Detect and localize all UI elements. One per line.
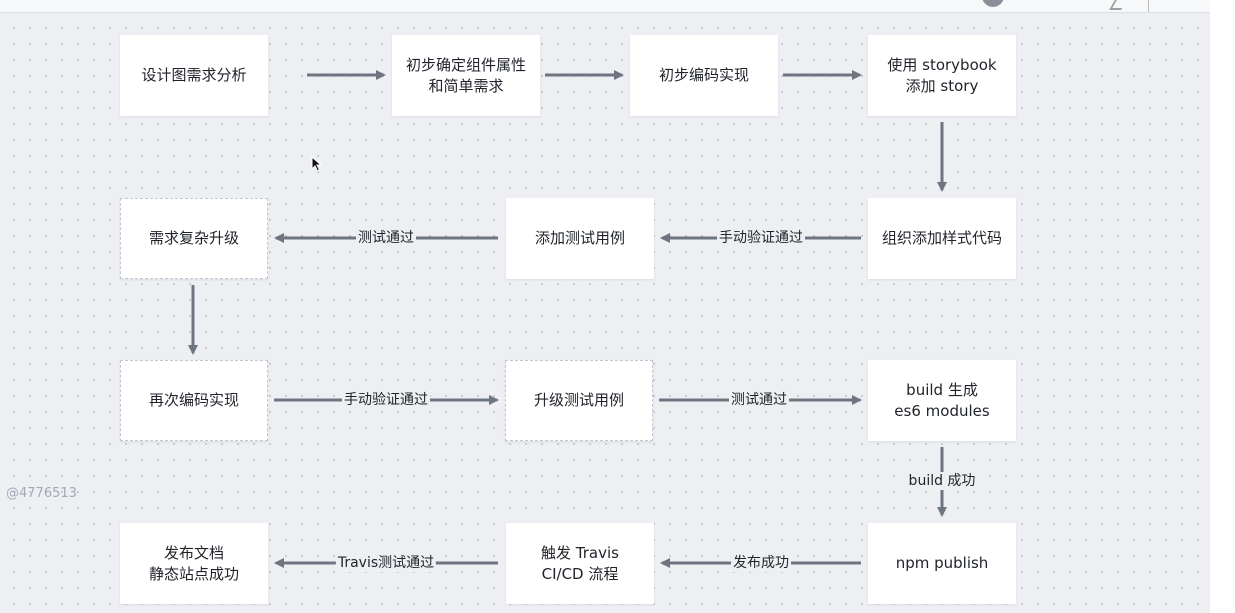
- node-label: 设计图需求分析: [141, 66, 247, 84]
- node-label-line2: 静态站点成功: [148, 564, 239, 583]
- node-label: 组织添加样式代码: [881, 229, 1002, 247]
- node-recode[interactable]: 再次编码实现: [120, 360, 268, 441]
- edge-label-travis-pass: Travis测试通过: [335, 554, 437, 572]
- node-label-line2: CI/CD 流程: [541, 564, 619, 583]
- node-upgrade-requirements[interactable]: 需求复杂升级: [120, 198, 268, 279]
- node-label-line2: 添加 story: [905, 76, 979, 95]
- node-label: 升级测试用例: [533, 391, 624, 409]
- node-label: 添加测试用例: [534, 229, 625, 247]
- node-label: 初步编码实现: [658, 66, 749, 84]
- node-style-code[interactable]: 组织添加样式代码: [868, 198, 1016, 279]
- node-label-line1: 触发 Travis: [541, 543, 619, 562]
- node-label-line1: 发布文档: [163, 543, 224, 562]
- node-npm-publish[interactable]: npm publish: [868, 523, 1016, 604]
- node-label: 再次编码实现: [148, 391, 239, 409]
- node-define-props[interactable]: 初步确定组件属性和简单需求: [392, 35, 540, 116]
- edge-label-test-pass: 测试通过: [729, 391, 789, 409]
- right-edge-panel: [1210, 0, 1235, 613]
- node-label-line2: es6 modules: [894, 401, 990, 420]
- edge-label-manual-verify: 手动验证通过: [717, 229, 805, 247]
- node-label: 需求复杂升级: [148, 229, 239, 247]
- node-add-tests[interactable]: 添加测试用例: [506, 198, 654, 279]
- node-label-line1: build 生成: [906, 380, 978, 399]
- node-publish-docs[interactable]: 发布文档 静态站点成功: [120, 523, 268, 604]
- user-avatar[interactable]: [982, 0, 1004, 7]
- node-upgrade-tests[interactable]: 升级测试用例: [505, 360, 653, 441]
- mouse-cursor-icon: [311, 156, 323, 172]
- node-storybook[interactable]: 使用 storybook 添加 story: [868, 35, 1016, 116]
- node-initial-code[interactable]: 初步编码实现: [630, 35, 778, 116]
- node-label-line1: 使用 storybook: [887, 55, 997, 74]
- toolbar-divider: [1148, 0, 1149, 12]
- top-bar: [0, 0, 1210, 13]
- edge-label-publish-success: 发布成功: [731, 554, 791, 572]
- node-build[interactable]: build 生成 es6 modules: [868, 360, 1016, 441]
- edge-label-build-success: build 成功: [906, 472, 978, 490]
- edge-label-manual-verify: 手动验证通过: [342, 391, 430, 409]
- node-label: npm publish: [895, 554, 989, 572]
- node-design-analysis[interactable]: 设计图需求分析: [120, 35, 268, 116]
- edge-label-test-pass: 测试通过: [356, 229, 416, 247]
- node-label: 初步确定组件属性和简单需求: [405, 55, 526, 95]
- watermark: @4776513: [6, 486, 77, 501]
- node-travis-ci[interactable]: 触发 Travis CI/CD 流程: [506, 523, 654, 604]
